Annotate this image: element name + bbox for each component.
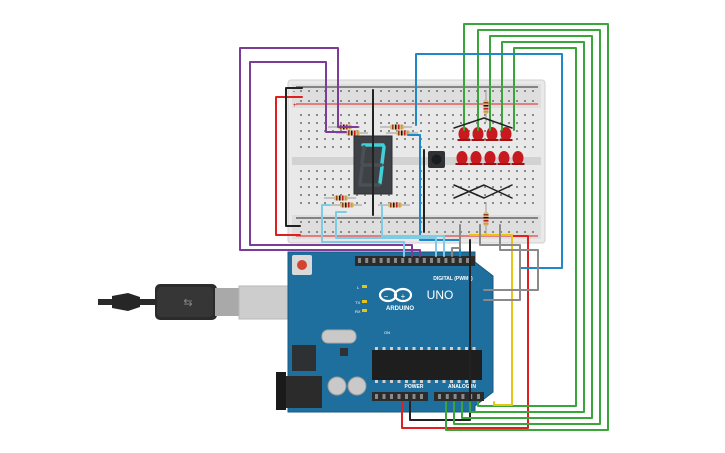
wire-green <box>477 47 577 407</box>
on-label: ON <box>384 330 390 335</box>
resistor[interactable] <box>330 202 362 208</box>
wire-red <box>401 235 529 429</box>
analog-header-label: ANALOG IN <box>448 384 476 390</box>
wire-black <box>409 239 471 421</box>
atmega-chip <box>372 350 482 380</box>
segment-b <box>380 145 386 165</box>
capacitor <box>327 376 347 396</box>
red-led[interactable] <box>499 127 513 141</box>
segment-f <box>360 145 366 165</box>
wire-lightblue <box>335 211 437 257</box>
resistor[interactable] <box>483 90 489 122</box>
wire-lightblue <box>381 204 445 257</box>
digital-header-pins <box>358 258 469 263</box>
board-brand: ARDUINO <box>386 306 414 312</box>
power-jack[interactable] <box>286 376 322 408</box>
power-header-label: POWER <box>405 384 424 390</box>
wire-gray <box>479 224 521 301</box>
rail-minus-label: - <box>293 89 295 95</box>
wire-black <box>285 87 303 227</box>
wires[interactable] <box>239 23 609 431</box>
resistor[interactable] <box>378 202 410 208</box>
wire-green <box>461 35 593 419</box>
red-led[interactable] <box>483 151 497 165</box>
svg-text:−: − <box>384 292 389 301</box>
board-indicator-leds: L TX RX <box>355 285 367 314</box>
wire-black <box>453 184 513 199</box>
resistor[interactable] <box>324 195 356 201</box>
segment-e <box>358 165 364 185</box>
red-led[interactable] <box>511 151 525 165</box>
wire-black <box>453 117 513 129</box>
svg-text:+: + <box>401 292 406 301</box>
resistors[interactable] <box>324 90 489 234</box>
wire-yellow <box>469 234 513 406</box>
seven-segment-digit <box>358 143 386 187</box>
arduino-uno-board[interactable]: − + UNO ARDUINO DIGITAL (PWM~) L TX RX <box>276 251 494 413</box>
pushbutton[interactable] <box>428 151 445 168</box>
resistor[interactable] <box>483 202 489 234</box>
capacitor <box>347 376 367 396</box>
led-label-tx: TX <box>355 300 360 305</box>
led-label-l: L <box>357 285 360 290</box>
board-model: UNO <box>427 288 454 302</box>
rail-plus-label: + <box>293 103 297 109</box>
resistor[interactable] <box>386 130 418 136</box>
wire-red <box>275 96 303 236</box>
wire-blue <box>415 53 563 269</box>
wire-gray <box>483 224 539 291</box>
red-led[interactable] <box>455 151 469 165</box>
usb-cable[interactable]: ⇆ <box>98 284 318 320</box>
red-led[interactable] <box>497 151 511 165</box>
usb-icon: ⇆ <box>183 296 192 309</box>
voltage-regulator <box>292 345 316 371</box>
digital-header-label: DIGITAL (PWM~) <box>433 276 473 282</box>
wire-purple <box>239 47 421 257</box>
red-led[interactable] <box>471 127 485 141</box>
wire-green <box>453 29 601 425</box>
segment-c <box>378 165 384 185</box>
red-led[interactable] <box>469 151 483 165</box>
led-array[interactable] <box>455 127 525 165</box>
red-led[interactable] <box>457 127 471 141</box>
resistor[interactable] <box>380 124 412 130</box>
wire-gray <box>451 224 461 257</box>
wire-lightblue <box>321 204 405 257</box>
led-label-rx: RX <box>355 309 361 314</box>
wire-green <box>469 41 585 413</box>
crystal <box>321 329 357 344</box>
wire-purple <box>249 61 413 257</box>
wire-green <box>445 23 609 431</box>
arduino-logo: − + <box>378 287 413 303</box>
